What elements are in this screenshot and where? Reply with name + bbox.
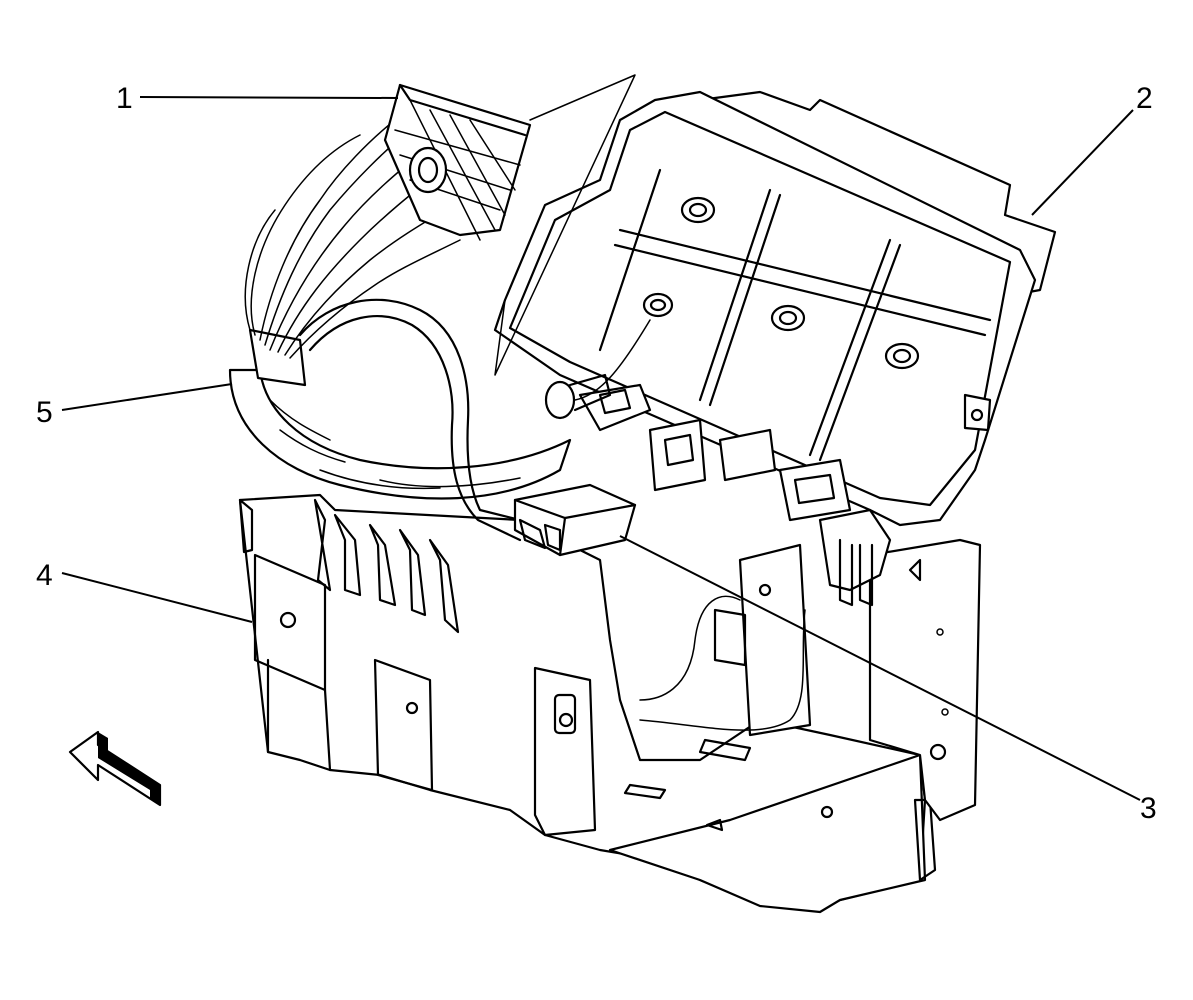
callout-4: 4	[36, 559, 53, 592]
callout-2: 2	[1136, 82, 1153, 115]
harness-connector	[383, 83, 532, 241]
callout-leaders	[61, 96, 1141, 801]
module-connector	[513, 483, 637, 557]
callout-5: 5	[36, 396, 53, 429]
control-module	[493, 74, 1057, 607]
mounting-bracket	[238, 493, 982, 914]
callout-3: 3	[1140, 792, 1157, 825]
callout-1: 1	[116, 82, 133, 115]
forward-direction-arrow-icon	[68, 730, 162, 807]
